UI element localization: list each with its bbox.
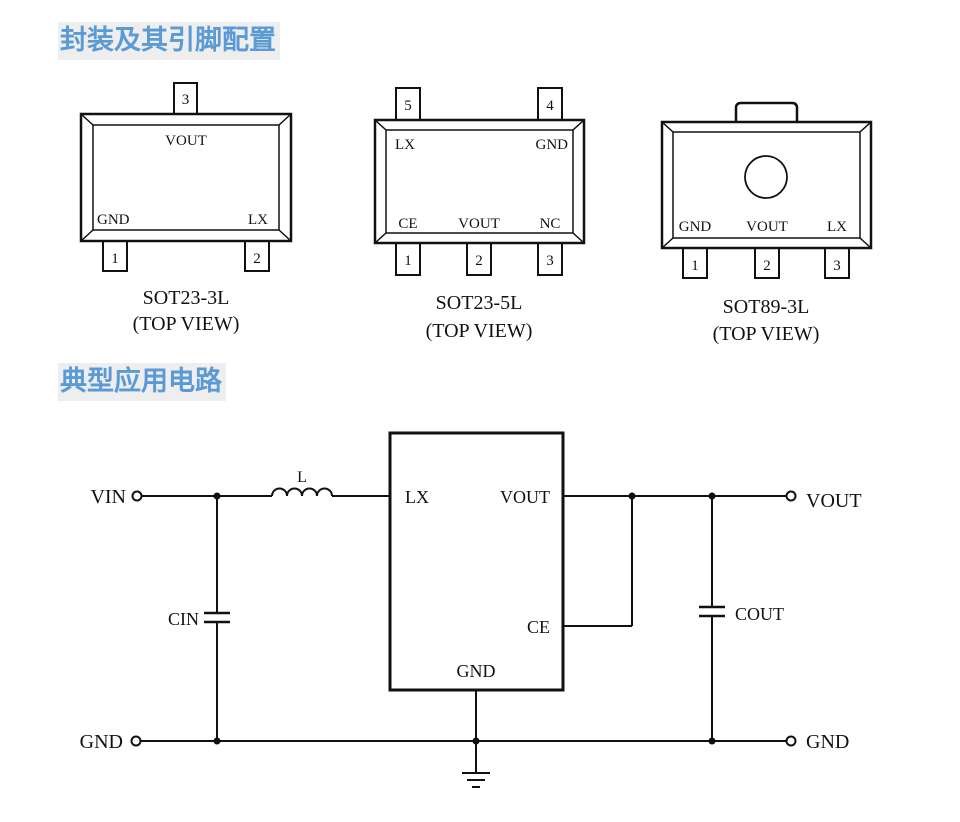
sot89-3l-view: (TOP VIEW) [713,323,820,345]
sot89-3l-pin3-number: 3 [833,258,841,274]
sot23-5l-view: (TOP VIEW) [426,320,533,342]
sot23-5l-nc-label: NC [540,216,561,232]
application-circuit [130,431,797,788]
sot89-3l-pin-1 [682,247,708,279]
inductor-label: L [297,469,307,486]
inductor-l [271,487,333,497]
sot23-3l-pin2-number: 2 [253,251,261,267]
junction-dot [213,492,221,500]
sot23-3l-package [79,82,293,272]
junction-dot [213,737,221,745]
sot23-5l-pin2-number: 2 [475,253,483,269]
sot23-5l-package [373,87,586,276]
sot89-tab-circle [744,155,788,199]
ic-ce-label: CE [527,617,550,637]
sot23-3l-pin-1 [102,240,128,272]
sot23-5l-pin-1 [395,242,421,276]
sot23-5l-pin-5 [395,87,421,121]
sot23-5l-pin4-number: 4 [546,98,554,114]
sot89-3l-pin1-number: 1 [691,258,699,274]
junction-dot [628,492,636,500]
sot23-3l-pin-3 [173,82,198,115]
sot23-5l-gnd-label: GND [536,137,569,153]
sot23-3l-pin3-number: 3 [182,92,190,108]
vout-terminal [785,490,797,502]
sot23-3l-pin1-number: 1 [111,251,119,267]
sot23-3l-pin-2 [244,240,270,272]
gnd-right-label: GND [806,731,849,753]
cin-label: CIN [168,609,199,629]
junction-dot [708,492,716,500]
sot23-5l-pin-3 [537,242,563,276]
gnd-right-terminal [785,735,797,747]
sot23-5l-pin5-number: 5 [404,98,412,114]
ic-gnd-label: GND [457,661,496,681]
gnd-left-terminal [130,735,142,747]
vin-label: VIN [90,486,126,508]
ic-body [388,431,565,692]
junction-dot [708,737,716,745]
sot89-3l-name: SOT89-3L [723,296,810,318]
sot23-3l-lx-label: LX [248,212,268,228]
sot23-5l-pin3-number: 3 [546,253,554,269]
sot23-5l-vout-label: VOUT [458,216,500,232]
vout-output-label: VOUT [806,490,862,512]
sot23-3l-name: SOT23-3L [143,287,230,309]
vin-terminal [131,490,143,502]
gnd-left-label: GND [80,731,123,753]
sot23-5l-name: SOT23-5L [436,292,523,314]
ic-lx-label: LX [405,487,429,507]
circuit-section-title: 典型应用电路 [58,363,226,401]
sot89-3l-pin-3 [824,247,850,279]
sot23-5l-pin-2 [466,242,492,276]
sot23-3l-view: (TOP VIEW) [133,313,240,335]
sot23-5l-pin1-number: 1 [404,253,412,269]
sot23-5l-ce-label: CE [398,216,417,232]
sot89-3l-pin-2 [754,247,780,279]
packages-section-title: 封装及其引脚配置 [58,22,280,60]
sot23-5l-pin-4 [537,87,563,121]
ic-vout-label: VOUT [500,487,550,507]
sot89-3l-lx-label: LX [827,219,847,235]
sot89-3l-gnd-label: GND [679,219,712,235]
sot89-3l-vout-label: VOUT [746,219,788,235]
sot23-5l-lx-label: LX [395,137,415,153]
junction-dot [472,737,480,745]
sot23-3l-vout-label: VOUT [165,133,207,149]
sot89-3l-package [660,101,873,279]
sot23-3l-gnd-label: GND [97,212,130,228]
cout-label: COUT [735,604,784,624]
sot89-3l-pin2-number: 2 [763,258,771,274]
